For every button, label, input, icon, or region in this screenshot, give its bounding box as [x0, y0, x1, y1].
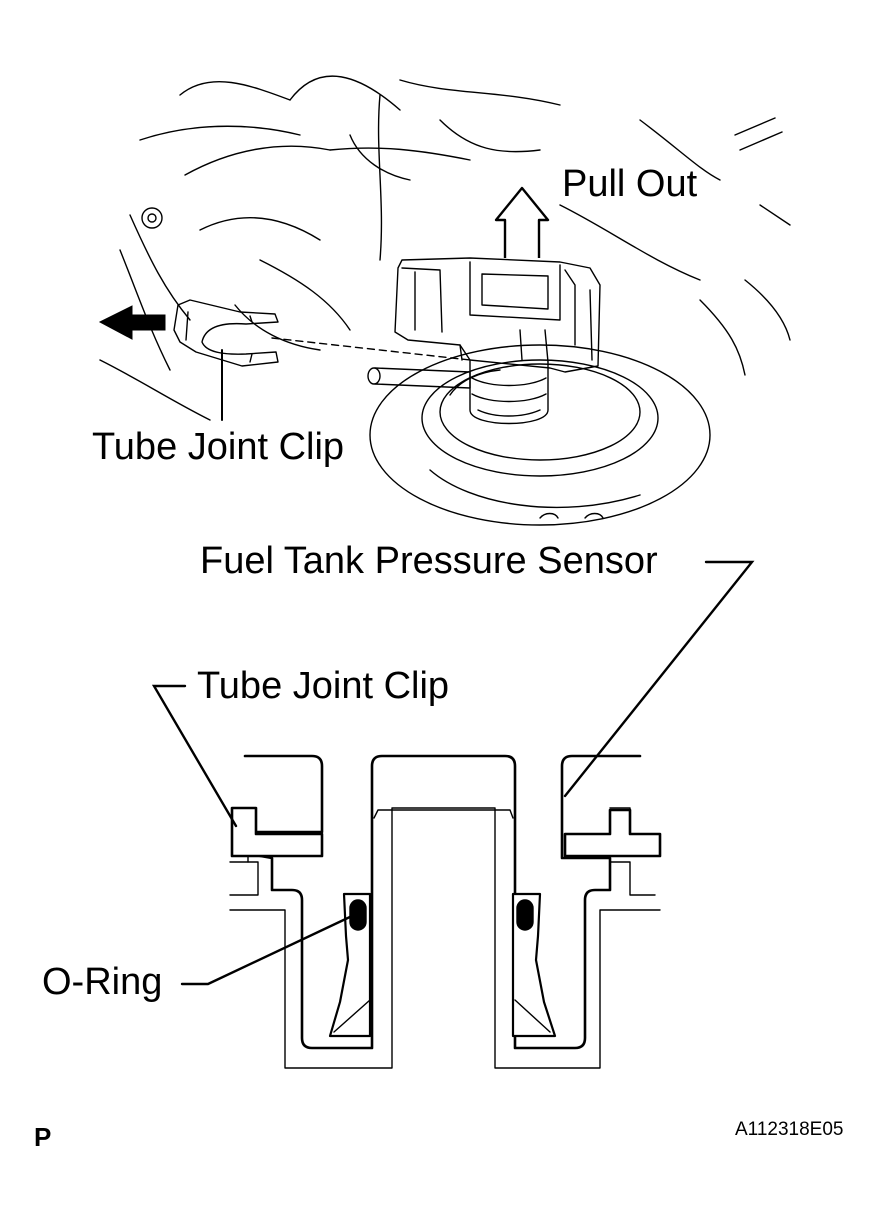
right-o-ring-assembly — [511, 892, 557, 1038]
bolt-icon — [141, 207, 163, 229]
leader-o-ring — [180, 914, 354, 986]
fuel-tank-pressure-sensor-label: Fuel Tank Pressure Sensor — [200, 540, 658, 582]
leader-tube-joint-clip-section — [151, 684, 238, 828]
section-tube-joint-clip — [230, 806, 324, 858]
tube-joint-clip-label-section: Tube Joint Clip — [197, 665, 450, 707]
cross-section — [229, 754, 662, 1069]
pressure-sensor-body — [394, 257, 601, 373]
tube-joint — [469, 359, 549, 425]
clip-guide-line — [271, 337, 471, 361]
remove-clip-arrow-icon — [98, 305, 166, 340]
o-ring-right — [516, 899, 534, 931]
left-o-ring-assembly — [328, 892, 372, 1038]
vehicle-body-lines — [99, 75, 791, 421]
leader-fuel-tank-pressure-sensor — [563, 560, 755, 798]
section-clip-right — [563, 808, 662, 858]
o-ring-left — [349, 899, 367, 931]
upper-illustration — [99, 75, 791, 526]
leader-lines — [151, 560, 755, 986]
sensor-inner-wall — [373, 809, 514, 819]
sensor-section-profile — [243, 754, 642, 1050]
tank-mount-boss — [369, 344, 711, 526]
pull-out-label: Pull Out — [562, 163, 698, 205]
pull-out-arrow-icon — [494, 186, 550, 258]
o-ring-label: O-Ring — [42, 961, 163, 1003]
tube-joint-clip-part — [173, 299, 279, 367]
tube-joint-clip-label-top: Tube Joint Clip — [92, 426, 345, 468]
view-code-label: P — [34, 1122, 52, 1152]
figure-id-label: A112318E05 — [735, 1119, 844, 1140]
